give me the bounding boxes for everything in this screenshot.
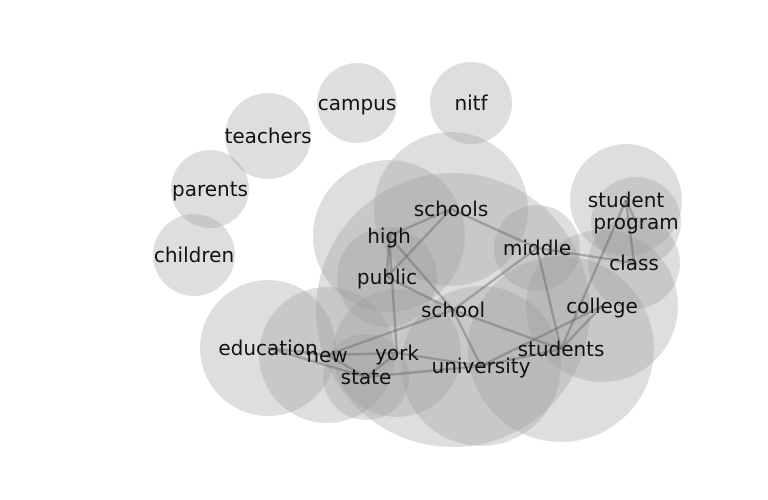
node-label-program: program: [593, 210, 678, 234]
node-bubble-students: [468, 256, 654, 442]
node-label-school: school: [421, 298, 485, 322]
node-label-new: new: [306, 343, 347, 367]
node-bubble-campus: [317, 63, 397, 143]
node-label-teachers: teachers: [224, 124, 311, 148]
node-bubble-public: [337, 227, 437, 327]
node-bubble-children: [153, 214, 235, 296]
node-label-class: class: [609, 251, 659, 275]
edge-high-public: [385, 235, 391, 278]
edge-student-program: [624, 199, 638, 223]
node-label-education: education: [218, 336, 317, 360]
edge-schools-high: [388, 207, 452, 238]
edge-school-university: [451, 309, 483, 367]
graph-edges: [267, 199, 638, 379]
node-label-schools: schools: [414, 197, 489, 221]
node-bubble-education: [200, 280, 336, 416]
node-label-nitf: nitf: [454, 91, 488, 115]
node-bubble-york: [333, 289, 461, 417]
edge-college-university: [480, 304, 603, 368]
edge-public-school: [386, 275, 454, 312]
edge-new-york: [326, 351, 398, 357]
edge-education-new: [267, 346, 328, 357]
node-bubble-schools: [374, 132, 528, 286]
node-bubble-university: [401, 286, 561, 446]
node-label-high: high: [367, 224, 411, 248]
node-label-middle: middle: [503, 236, 571, 260]
node-label-university: university: [432, 354, 531, 378]
node-label-public: public: [357, 265, 417, 289]
edge-schools-middle: [450, 207, 538, 250]
node-label-state: state: [341, 365, 392, 389]
edge-high-york: [387, 235, 399, 354]
node-label-campus: campus: [318, 91, 397, 115]
node-bubble-state: [323, 334, 409, 420]
edge-high-school: [388, 235, 454, 311]
edge-education-state: [267, 346, 367, 379]
node-bubble-new: [259, 287, 395, 423]
node-bubble-middle: [494, 205, 580, 291]
edge-new-state: [326, 353, 367, 379]
node-bubble-student: [570, 144, 682, 256]
node-bubble-college: [526, 230, 678, 382]
node-label-children: children: [154, 243, 234, 267]
node-bubble-teachers: [225, 93, 311, 179]
edge-middle-class: [536, 246, 635, 265]
edge-students-university: [480, 347, 562, 368]
edge-student-class: [624, 199, 636, 264]
node-label-student: student: [588, 188, 665, 212]
node-label-parents: parents: [172, 177, 248, 201]
node-bubbles: [153, 62, 682, 447]
node-bubble-parents: [171, 150, 249, 228]
edge-school-middle: [452, 247, 538, 311]
edge-university-york: [396, 351, 482, 368]
node-bubble-high: [313, 160, 465, 312]
edge-university-state: [365, 364, 482, 379]
node-label-york: york: [375, 341, 419, 365]
edge-york-state: [365, 352, 398, 378]
node-bubble-nitf: [430, 62, 512, 144]
node-bubble-program: [591, 177, 681, 267]
edge-schools-public: [386, 208, 452, 278]
edge-college-students: [560, 305, 603, 350]
edge-student-students: [559, 199, 628, 350]
node-label-college: college: [566, 294, 638, 318]
edge-middle-students: [535, 247, 563, 350]
node-bubble-school: [316, 173, 590, 447]
node-bubble-class: [588, 217, 680, 309]
edge-school-new: [326, 308, 454, 357]
node-label-students: students: [518, 337, 605, 361]
edge-school-students: [452, 308, 562, 351]
